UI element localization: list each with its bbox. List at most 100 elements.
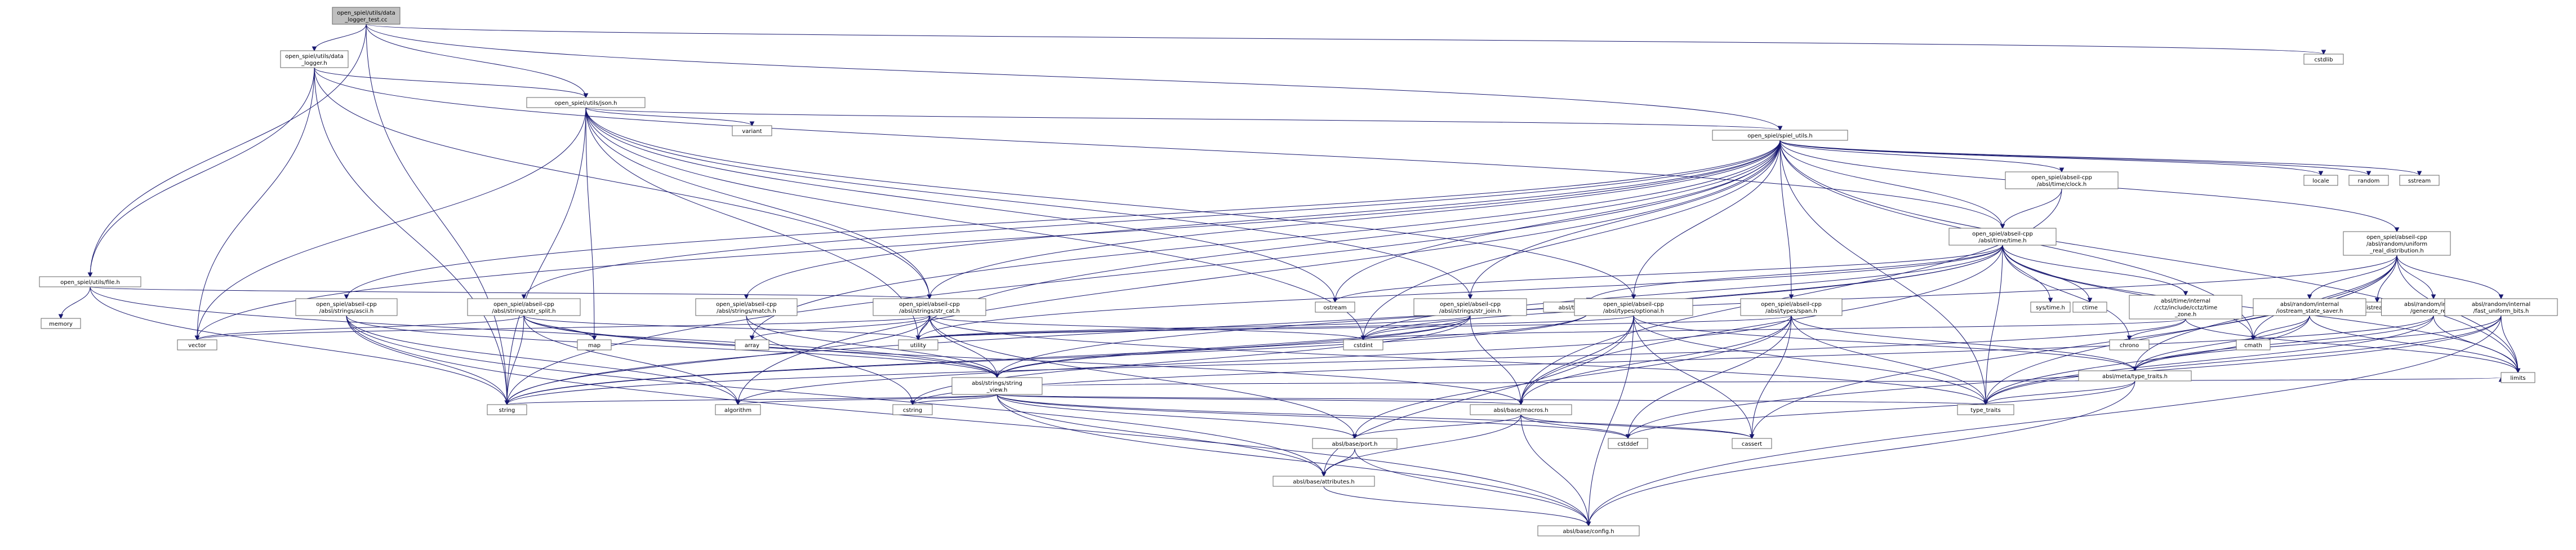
node-box[interactable] bbox=[1273, 476, 1375, 487]
node-box[interactable] bbox=[487, 404, 527, 415]
node-optional[interactable]: open_spiel/abseil-cpp/absl/types/optiona… bbox=[1574, 298, 1693, 316]
node-box[interactable] bbox=[1413, 298, 1527, 316]
node-box[interactable] bbox=[2236, 339, 2271, 351]
node-zone[interactable]: absl/time/internal/cctz/include/cctz/tim… bbox=[2129, 295, 2243, 320]
node-box[interactable] bbox=[177, 339, 217, 351]
node-box[interactable] bbox=[2303, 54, 2344, 65]
node-box[interactable] bbox=[2078, 370, 2192, 382]
node-box[interactable] bbox=[1537, 525, 1640, 536]
node-random[interactable]: random bbox=[2348, 175, 2389, 186]
node-cstdint[interactable]: cstdint bbox=[1343, 339, 1383, 351]
node-type_traits[interactable]: type_traits bbox=[1957, 404, 2014, 415]
node-map[interactable]: map bbox=[577, 339, 612, 351]
node-port[interactable]: absl/base/port.h bbox=[1312, 438, 1398, 449]
node-box[interactable] bbox=[2303, 175, 2338, 186]
node-box[interactable] bbox=[1740, 298, 1843, 316]
node-box[interactable] bbox=[2501, 372, 2535, 383]
node-limits[interactable]: limits bbox=[2501, 372, 2535, 383]
node-utility[interactable]: utility bbox=[898, 339, 938, 351]
node-box[interactable] bbox=[873, 298, 986, 316]
edge-macros-to-cassert bbox=[1520, 414, 1755, 440]
node-box[interactable] bbox=[1957, 404, 2014, 415]
node-box[interactable] bbox=[2348, 175, 2389, 186]
node-ostream[interactable]: ostream bbox=[1315, 301, 1355, 313]
node-variant[interactable]: variant bbox=[732, 125, 772, 136]
node-match[interactable]: open_spiel/abseil-cpp/absl/strings/match… bbox=[695, 298, 798, 316]
node-box[interactable] bbox=[577, 339, 612, 351]
node-spiel_utils[interactable]: open_spiel/spiel_utils.h bbox=[1712, 130, 1848, 141]
node-box[interactable] bbox=[951, 377, 1043, 395]
node-cassert[interactable]: cassert bbox=[1732, 438, 1772, 449]
arrowhead bbox=[2126, 335, 2132, 341]
node-sstream[interactable]: sstream bbox=[2399, 175, 2440, 186]
node-cstring[interactable]: cstring bbox=[892, 404, 933, 415]
node-ctime[interactable]: ctime bbox=[2072, 301, 2107, 313]
edge-root-to-cstdlib bbox=[366, 24, 2326, 55]
node-box[interactable] bbox=[2253, 298, 2366, 316]
node-ascii[interactable]: open_spiel/abseil-cpp/absl/strings/ascii… bbox=[295, 298, 398, 316]
node-string[interactable]: string bbox=[487, 404, 527, 415]
node-box[interactable] bbox=[467, 298, 581, 316]
node-meta_type_traits[interactable]: absl/meta/type_traits.h bbox=[2078, 370, 2192, 382]
node-str_cat[interactable]: open_spiel/abseil-cpp/absl/strings/str_c… bbox=[873, 298, 986, 316]
node-uniform_real[interactable]: open_spiel/abseil-cpp/absl/random/unifor… bbox=[2343, 231, 2451, 256]
node-box[interactable] bbox=[898, 339, 938, 351]
node-box[interactable] bbox=[2109, 339, 2150, 351]
node-box[interactable] bbox=[1312, 438, 1398, 449]
node-string_view[interactable]: absl/strings/string_view.h bbox=[951, 377, 1043, 395]
edge-line bbox=[90, 286, 930, 299]
node-box[interactable] bbox=[892, 404, 933, 415]
node-box[interactable] bbox=[735, 339, 769, 351]
node-box[interactable] bbox=[2072, 301, 2107, 313]
node-box[interactable] bbox=[732, 125, 772, 136]
node-memory[interactable]: memory bbox=[41, 318, 81, 329]
node-box[interactable] bbox=[1732, 438, 1772, 449]
node-box[interactable] bbox=[2129, 295, 2243, 320]
node-locale[interactable]: locale bbox=[2303, 175, 2338, 186]
node-span[interactable]: open_spiel/abseil-cpp/absl/types/span.h bbox=[1740, 298, 1843, 316]
edge-string_view-to-macros bbox=[996, 394, 1524, 406]
node-box[interactable] bbox=[1948, 228, 2057, 246]
node-macros[interactable]: absl/base/macros.h bbox=[1470, 404, 1572, 415]
node-box[interactable] bbox=[41, 318, 81, 329]
node-box[interactable] bbox=[1343, 339, 1383, 351]
node-box[interactable] bbox=[280, 50, 349, 68]
node-box[interactable] bbox=[1574, 298, 1693, 316]
edge-uniform_real-to-iostream_saver bbox=[2307, 255, 2397, 300]
node-vector[interactable]: vector bbox=[177, 339, 217, 351]
node-str_split[interactable]: open_spiel/abseil-cpp/absl/strings/str_s… bbox=[467, 298, 581, 316]
node-attributes[interactable]: absl/base/attributes.h bbox=[1273, 476, 1375, 487]
node-config[interactable]: absl/base/config.h bbox=[1537, 525, 1640, 536]
node-box[interactable] bbox=[39, 276, 141, 287]
node-iostream_saver[interactable]: absl/random/internal/iostream_state_save… bbox=[2253, 298, 2366, 316]
node-box[interactable] bbox=[2005, 171, 2119, 189]
node-box[interactable] bbox=[715, 404, 761, 415]
node-chrono[interactable]: chrono bbox=[2109, 339, 2150, 351]
node-data_logger[interactable]: open_spiel/utils/data_logger.h bbox=[280, 50, 349, 68]
node-box[interactable] bbox=[332, 7, 401, 25]
node-str_join[interactable]: open_spiel/abseil-cpp/absl/strings/str_j… bbox=[1413, 298, 1527, 316]
node-cmath[interactable]: cmath bbox=[2236, 339, 2271, 351]
node-box[interactable] bbox=[2444, 298, 2558, 316]
node-box[interactable] bbox=[526, 97, 646, 108]
node-systime[interactable]: sys/time.h bbox=[2030, 301, 2071, 313]
node-algorithm[interactable]: algorithm bbox=[715, 404, 761, 415]
node-json[interactable]: open_spiel/utils/json.h bbox=[526, 97, 646, 108]
node-cstddef[interactable]: cstddef bbox=[1608, 438, 1648, 449]
node-array[interactable]: array bbox=[735, 339, 769, 351]
node-time[interactable]: open_spiel/abseil-cpp/absl/time/time.h bbox=[1948, 228, 2057, 246]
node-box[interactable] bbox=[295, 298, 398, 316]
node-clock[interactable]: open_spiel/abseil-cpp/absl/time/clock.h bbox=[2005, 171, 2119, 189]
node-box[interactable] bbox=[1315, 301, 1355, 313]
node-box[interactable] bbox=[1608, 438, 1648, 449]
node-cstdlib[interactable]: cstdlib bbox=[2303, 54, 2344, 65]
node-root[interactable]: open_spiel/utils/data_logger_test.cc bbox=[332, 7, 401, 25]
node-box[interactable] bbox=[1470, 404, 1572, 415]
node-box[interactable] bbox=[1712, 130, 1848, 141]
node-box[interactable] bbox=[695, 298, 798, 316]
node-fast_uniform[interactable]: absl/random/internal/fast_uniform_bits.h bbox=[2444, 298, 2558, 316]
node-file[interactable]: open_spiel/utils/file.h bbox=[39, 276, 141, 287]
node-box[interactable] bbox=[2399, 175, 2440, 186]
node-box[interactable] bbox=[2343, 231, 2451, 256]
node-box[interactable] bbox=[2030, 301, 2071, 313]
